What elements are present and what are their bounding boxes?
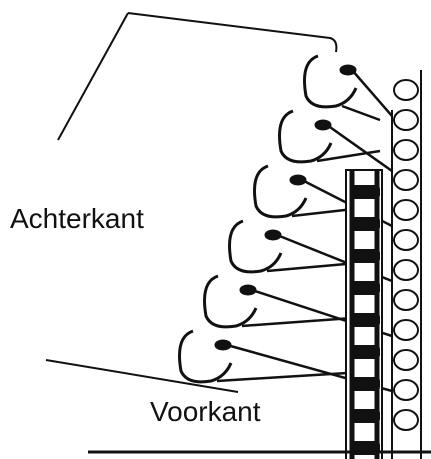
chain-link bbox=[393, 259, 419, 281]
spine-knot bbox=[350, 345, 380, 359]
stitch-knot bbox=[289, 174, 307, 186]
spine-knot bbox=[350, 409, 380, 423]
stitch-loop bbox=[303, 54, 358, 109]
bridge-strand bbox=[351, 69, 393, 117]
chain-link bbox=[393, 319, 419, 341]
stitch-knot bbox=[314, 119, 332, 131]
spine-knot bbox=[350, 313, 380, 327]
spine-column bbox=[345, 169, 383, 459]
back-panel-outline bbox=[45, 12, 338, 393]
spine-knot bbox=[350, 217, 380, 231]
bridge-strand bbox=[326, 123, 393, 173]
stitch-loop bbox=[203, 274, 258, 329]
spine-knot bbox=[350, 185, 380, 199]
chain-link bbox=[393, 109, 419, 131]
chain-link bbox=[393, 79, 419, 101]
stitch-loop bbox=[278, 109, 333, 164]
chain-link bbox=[393, 139, 419, 161]
chain-link bbox=[393, 409, 419, 431]
chain-link bbox=[393, 379, 419, 401]
stitch-loop bbox=[228, 219, 283, 274]
stitch-loop bbox=[178, 329, 233, 384]
chain-link bbox=[393, 169, 419, 191]
bridge-strand bbox=[341, 104, 381, 122]
outer-chain-column bbox=[391, 70, 422, 459]
stitch-knot bbox=[339, 64, 357, 76]
crochet-loop-column bbox=[178, 54, 358, 384]
chain-link bbox=[393, 349, 419, 371]
bridge-strand bbox=[316, 149, 381, 163]
spine-knot bbox=[350, 249, 380, 263]
label-front: Voorkant bbox=[150, 396, 261, 427]
chain-link bbox=[393, 199, 419, 221]
spine-knot bbox=[350, 377, 380, 391]
chain-link bbox=[393, 229, 419, 251]
spine-knot bbox=[350, 281, 380, 295]
chain-link bbox=[393, 289, 419, 311]
label-back: Achterkant bbox=[10, 203, 144, 234]
stitch-loop bbox=[253, 164, 308, 219]
